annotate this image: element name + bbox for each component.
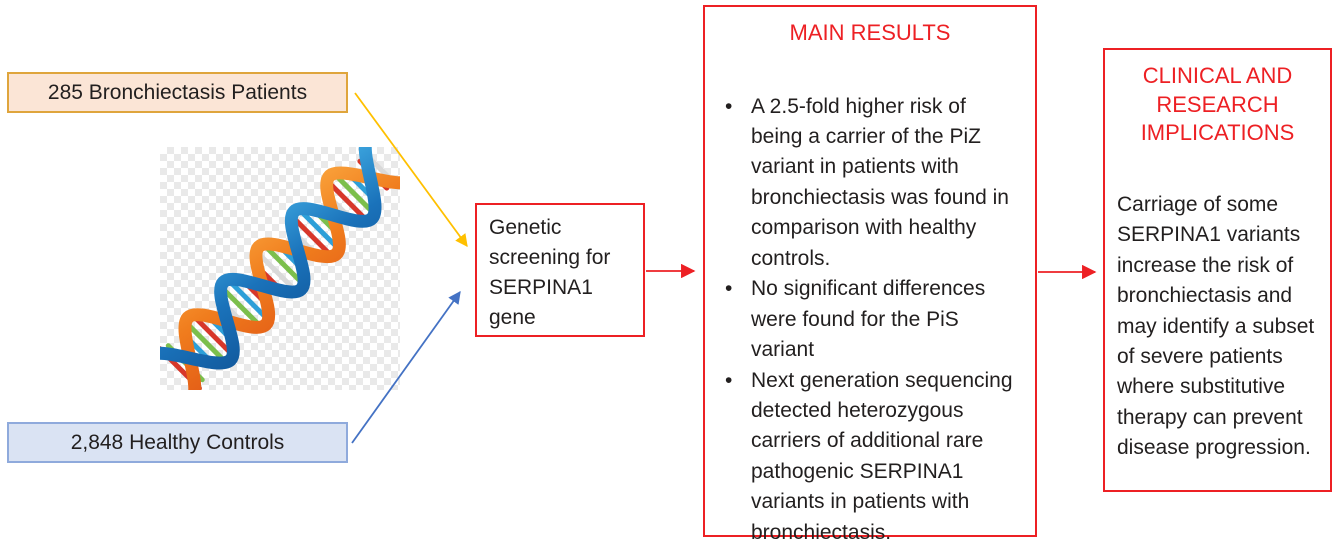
implications-box: CLINICAL AND RESEARCH IMPLICATIONS Carri… bbox=[1103, 48, 1332, 492]
main-results-bullet-2: No significant differences were found fo… bbox=[721, 274, 1019, 365]
patients-cohort-label: 285 Bronchiectasis Patients bbox=[47, 80, 308, 104]
main-results-box: MAIN RESULTS A 2.5-fold higher risk of b… bbox=[703, 5, 1037, 542]
implications-body-text: Carriage of some SERPINA1 variants incre… bbox=[1117, 192, 1315, 460]
genetic-screening-text: Genetic screening for SERPINA1 gene bbox=[489, 216, 611, 330]
implications-title: CLINICAL AND RESEARCH IMPLICATIONS bbox=[1140, 63, 1295, 146]
dna-helix-image bbox=[160, 147, 400, 390]
genetic-screening-box: Genetic screening for SERPINA1 gene bbox=[475, 203, 645, 337]
main-results-bullet-3: Next generation sequencing detected hete… bbox=[721, 366, 1019, 542]
main-results-bullet-1: A 2.5-fold higher risk of being a carrie… bbox=[721, 92, 1019, 275]
dna-double-helix-icon bbox=[160, 147, 400, 390]
main-results-bullet-list: A 2.5-fold higher risk of being a carrie… bbox=[721, 92, 1019, 542]
main-results-title: MAIN RESULTS bbox=[789, 20, 951, 45]
patients-cohort-box: 285 Bronchiectasis Patients bbox=[7, 72, 348, 113]
controls-cohort-box: 2,848 Healthy Controls bbox=[7, 422, 348, 463]
controls-cohort-label: 2,848 Healthy Controls bbox=[70, 430, 285, 454]
